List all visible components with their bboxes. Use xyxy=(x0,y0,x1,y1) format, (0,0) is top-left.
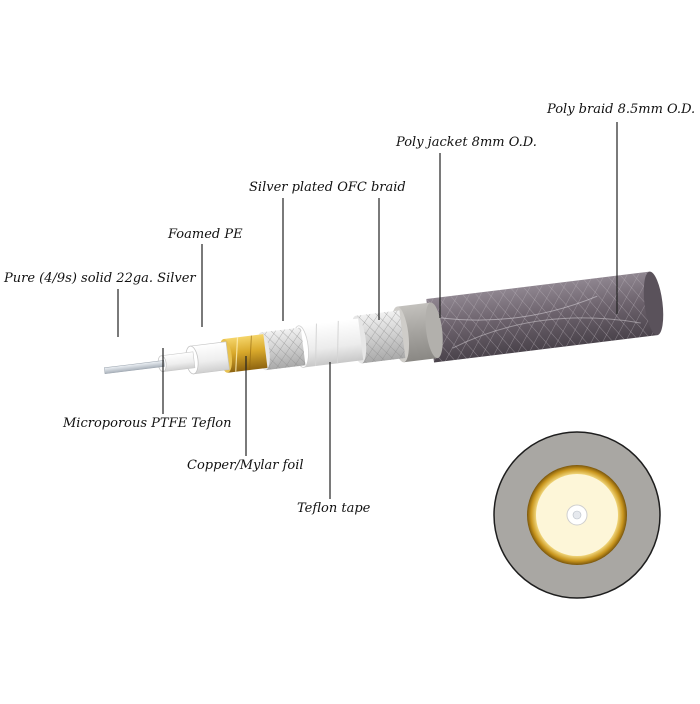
leader-lines xyxy=(117,122,618,499)
label-poly-jacket: Poly jacket 8mm O.D. xyxy=(396,135,537,150)
label-poly-braid: Poly braid 8.5mm O.D. xyxy=(547,102,696,117)
outer-poly-braid xyxy=(426,271,664,363)
silver-braid-inner-segment xyxy=(257,327,306,371)
label-foamed-pe: Foamed PE xyxy=(168,227,243,242)
cable-cross-section xyxy=(493,431,661,599)
label-teflon-tape: Teflon tape xyxy=(297,501,371,516)
silver-conductor xyxy=(103,360,165,374)
label-silver-braid: Silver plated OFC braid xyxy=(249,180,406,195)
silver-braid-segment xyxy=(351,310,406,364)
label-foil: Copper/Mylar foil xyxy=(187,458,304,473)
label-ptfe: Microporous PTFE Teflon xyxy=(63,416,232,431)
cross-section-conductor xyxy=(572,510,582,520)
label-conductor: Pure (4/9s) solid 22ga. Silver xyxy=(4,271,196,286)
